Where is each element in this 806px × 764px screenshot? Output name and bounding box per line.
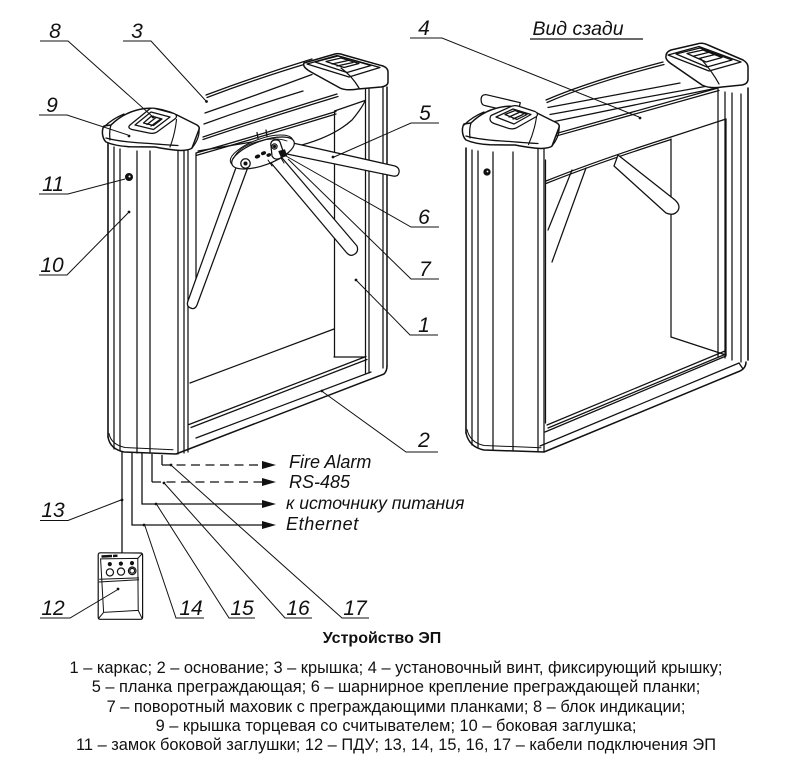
svg-text:Ethernet: Ethernet bbox=[286, 514, 359, 534]
svg-text:1 – каркас; 2 – основание; 3 –: 1 – каркас; 2 – основание; 3 – крышка; 4… bbox=[70, 659, 723, 677]
svg-text:1: 1 bbox=[418, 314, 430, 337]
svg-text:7: 7 bbox=[419, 258, 432, 281]
svg-text:10: 10 bbox=[40, 254, 64, 277]
svg-text:17: 17 bbox=[343, 597, 368, 620]
svg-text:7 – поворотный маховик с прегр: 7 – поворотный маховик с преграждающими … bbox=[107, 698, 686, 716]
svg-text:4: 4 bbox=[418, 17, 430, 40]
svg-text:5: 5 bbox=[419, 102, 431, 125]
svg-text:16: 16 bbox=[286, 597, 310, 620]
svg-text:8: 8 bbox=[49, 20, 61, 43]
svg-text:к источнику питания: к источнику питания bbox=[286, 493, 465, 513]
svg-text:13: 13 bbox=[41, 499, 65, 522]
svg-text:9: 9 bbox=[46, 94, 58, 117]
svg-text:6: 6 bbox=[418, 206, 430, 229]
svg-text:Вид сзади: Вид сзади bbox=[532, 18, 623, 40]
svg-text:14: 14 bbox=[179, 597, 202, 620]
svg-text:Устройство ЭП: Устройство ЭП bbox=[323, 630, 442, 647]
svg-text:RS-485: RS-485 bbox=[289, 472, 351, 492]
svg-text:12: 12 bbox=[41, 597, 65, 620]
svg-text:5 – планка преграждающая; 6 –: 5 – планка преграждающая; 6 – шарнирное … bbox=[92, 678, 701, 696]
svg-text:3: 3 bbox=[131, 20, 143, 43]
svg-text:9 – крышка торцевая со считыва: 9 – крышка торцевая со считывателем; 10 … bbox=[156, 717, 637, 735]
svg-text:11: 11 bbox=[42, 173, 64, 196]
svg-text:2: 2 bbox=[417, 429, 430, 452]
svg-text:15: 15 bbox=[230, 597, 254, 620]
svg-text:Fire Alarm: Fire Alarm bbox=[289, 452, 371, 472]
svg-text:11 – замок боковой заглушки; 1: 11 – замок боковой заглушки; 12 – ПДУ; 1… bbox=[76, 736, 716, 754]
